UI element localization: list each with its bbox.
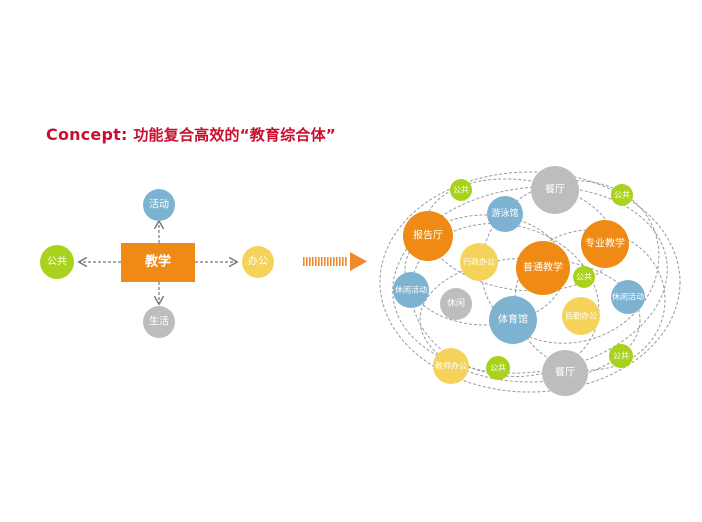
- node-label: 行政办公: [463, 257, 495, 267]
- left-diagram: 教学 活动 公共 办公 生活: [40, 189, 274, 338]
- node-label: 休闲活动: [395, 285, 427, 295]
- node-xiuxian-left: [393, 272, 429, 308]
- node-label: 体育馆: [498, 313, 528, 326]
- public-label: 公共: [47, 256, 67, 268]
- title-text: 功能复合高效的“教育综合体”: [133, 126, 336, 144]
- node-label: 后勤办公: [565, 311, 597, 321]
- teaching-box: [121, 243, 195, 282]
- activity-label: 活动: [149, 199, 169, 211]
- node-label: 休闲活动: [612, 292, 644, 302]
- node-baogaoting: [403, 211, 453, 261]
- public-node: [40, 245, 74, 279]
- node-houqin: [562, 297, 600, 335]
- living-node: [143, 306, 175, 338]
- node-zhuanye: [581, 220, 629, 268]
- program-nodes: 餐厅 公共 公共 游泳馆 报告厅 行政办公 普通教学 专业教学 公共 休闲活动 …: [393, 166, 645, 396]
- node-gonggong-2: [611, 184, 633, 206]
- concept-title: Concept: 功能复合高效的“教育综合体”: [46, 124, 336, 145]
- node-youyongguan: [487, 196, 523, 232]
- transition-arrow: [303, 252, 367, 271]
- node-gonggong-3: [573, 266, 595, 288]
- living-label: 生活: [149, 315, 169, 328]
- activity-node: [143, 189, 175, 221]
- node-label: 餐厅: [555, 366, 575, 379]
- node-label: 专业教学: [585, 237, 625, 250]
- node-xingzheng: [460, 243, 498, 281]
- office-node: [242, 246, 274, 278]
- node-tiyuguan: [489, 296, 537, 344]
- node-label: 公共: [576, 273, 592, 282]
- node-label: 游泳馆: [491, 207, 518, 219]
- node-canting-top: [531, 166, 579, 214]
- node-label: 教师办公: [435, 361, 467, 371]
- node-label: 公共: [453, 186, 469, 195]
- node-xiuxian: [440, 288, 472, 320]
- node-label: 休闲: [447, 297, 465, 309]
- node-gonggong-5: [609, 344, 633, 368]
- node-label: 餐厅: [545, 183, 565, 196]
- title-prefix: Concept:: [46, 125, 128, 144]
- node-label: 公共: [490, 364, 506, 373]
- teaching-label: 教学: [144, 254, 171, 270]
- node-label: 报告厅: [413, 229, 443, 242]
- node-gonggong-4: [486, 356, 510, 380]
- node-putong: [516, 241, 570, 295]
- node-jiaoshi: [433, 348, 469, 384]
- office-label: 办公: [248, 255, 268, 268]
- node-gonggong-1: [450, 179, 472, 201]
- node-canting-bottom: [542, 350, 588, 396]
- node-label: 公共: [614, 191, 630, 200]
- node-label: 公共: [613, 352, 629, 361]
- node-xiuxian-right: [611, 280, 645, 314]
- node-label: 普通教学: [523, 261, 563, 274]
